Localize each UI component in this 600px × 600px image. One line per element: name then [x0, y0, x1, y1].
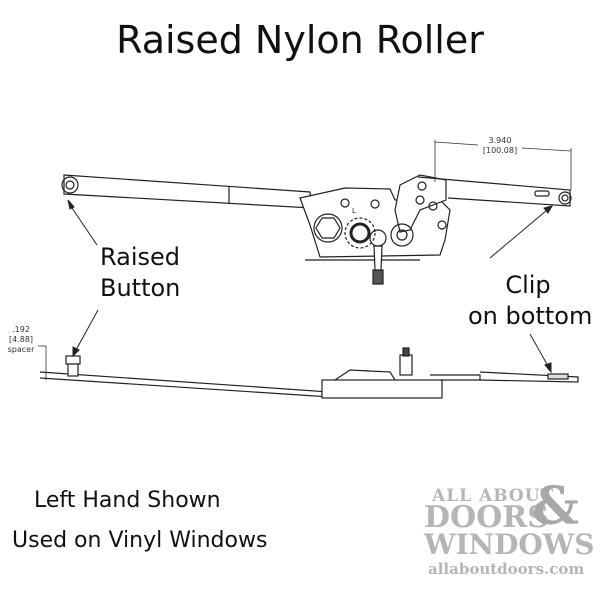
- dimension-line: [434, 140, 572, 190]
- side-view-operator: [39, 347, 579, 399]
- spacer-dimension: [38, 345, 47, 380]
- logo-ampersand: &: [532, 476, 579, 537]
- note-handedness: Left Hand Shown: [34, 488, 221, 513]
- raised-button-label: Raised Button: [100, 242, 180, 304]
- callout-arrows: [67, 199, 554, 374]
- logo-line2: DOORS: [424, 500, 549, 535]
- label-line: on bottom: [468, 302, 593, 330]
- label-line: Raised: [100, 243, 181, 271]
- logo-url: allaboutdoors.com: [428, 560, 585, 578]
- spacer-inches: .192: [12, 325, 30, 334]
- dimension-inches: 3.940: [488, 136, 512, 145]
- clip-label: Clip on bottom: [468, 270, 593, 332]
- spacer-mm: [4.88]: [8, 335, 34, 344]
- handedness-mark: L: [352, 207, 356, 215]
- notes: Left Hand Shown Used on Vinyl Windows: [12, 481, 267, 561]
- spacer-text: spacer: [7, 345, 35, 354]
- page-title: Raised Nylon Roller: [116, 18, 484, 62]
- spacer-label: .192 [4.88] spacer: [6, 325, 36, 355]
- label-line: Button: [100, 274, 181, 302]
- dimension-mm: [100.08]: [482, 146, 518, 155]
- arm-dimension: 3.940 [100.08]: [478, 136, 522, 156]
- top-view-operator: [61, 174, 572, 285]
- label-line: Clip: [505, 271, 551, 299]
- logo-line3: WINDOWS: [424, 528, 595, 561]
- logo-line1: ALL ABOUT: [432, 486, 555, 506]
- note-usage: Used on Vinyl Windows: [12, 528, 268, 553]
